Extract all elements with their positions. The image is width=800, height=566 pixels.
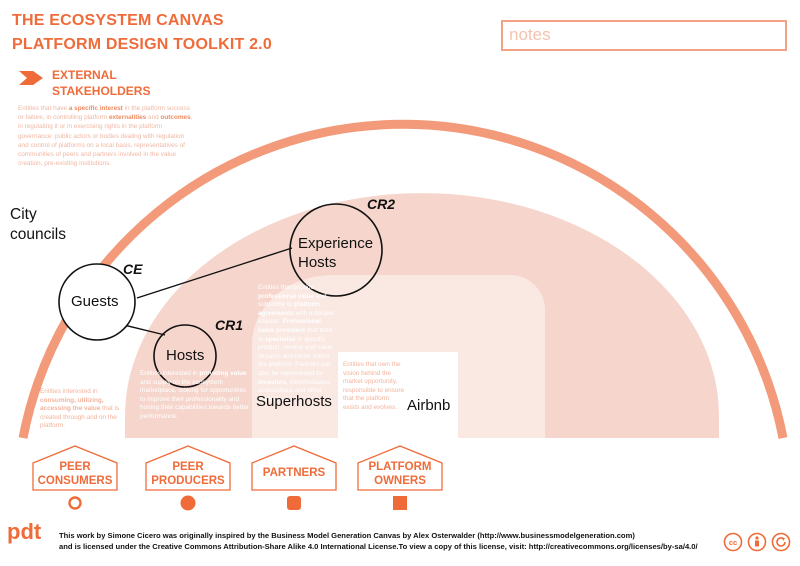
- airbnb-label: Airbnb: [407, 397, 451, 414]
- partners-description: Entities that provide professional value…: [258, 284, 335, 403]
- dot-icon: [180, 495, 196, 511]
- link-guests-experience-hosts: [136, 247, 293, 299]
- chevron-right-icon: [19, 71, 43, 85]
- guests-label: Guests: [71, 293, 119, 310]
- cr2-relation-label: CR2: [367, 196, 396, 212]
- partners-box: [251, 445, 337, 491]
- hosts-circle: [153, 324, 217, 388]
- sa-icon: [771, 532, 791, 552]
- partners-label: PARTNERS: [262, 467, 326, 479]
- hosts-label: Hosts: [166, 347, 205, 364]
- pdt-logo: pdt: [7, 519, 42, 544]
- ring-icon: [68, 496, 82, 510]
- platform-owners-box: [357, 445, 443, 491]
- square-icon: [393, 496, 407, 510]
- rounded-square-icon: [287, 496, 301, 510]
- ce-relation-label: CE: [123, 261, 143, 277]
- peer-consumers-description: Entities interested in consuming, utiliz…: [40, 388, 120, 430]
- superhosts-label: Superhosts: [256, 393, 332, 410]
- city-councils-label: City councils: [10, 206, 66, 243]
- cr1-relation-label: CR1: [215, 317, 244, 333]
- link-guests-hosts: [123, 324, 166, 336]
- platform-owners-zone: [338, 352, 458, 438]
- notes-field[interactable]: notes: [501, 20, 787, 51]
- peer-consumers-box: [32, 445, 118, 491]
- svg-text:cc: cc: [729, 538, 737, 547]
- guests-circle: [58, 263, 136, 341]
- external-stakeholders-description: Entities that have a specific interest i…: [18, 105, 193, 168]
- peer-producers-description: Entities interested in providing value a…: [140, 370, 250, 420]
- external-stakeholders-label: EXTERNAL STAKEHOLDERS: [52, 68, 151, 98]
- canvas-title: THE ECOSYSTEM CANVAS PLATFORM DESIGN TOO…: [12, 9, 272, 57]
- experience-hosts-label: Experience Hosts: [298, 235, 374, 271]
- platform-owners-description: Entities that own the vision behind the …: [343, 361, 405, 411]
- experience-hosts-circle: [289, 203, 383, 297]
- cc-icon: cc: [723, 532, 743, 552]
- peer-producers-box: [145, 445, 231, 491]
- license-text: This work by Simone Cicero was originall…: [59, 531, 698, 551]
- by-icon: [747, 532, 767, 552]
- title-line-2: PLATFORM DESIGN TOOLKIT 2.0: [12, 36, 272, 53]
- title-line-1: THE ECOSYSTEM CANVAS: [12, 12, 224, 29]
